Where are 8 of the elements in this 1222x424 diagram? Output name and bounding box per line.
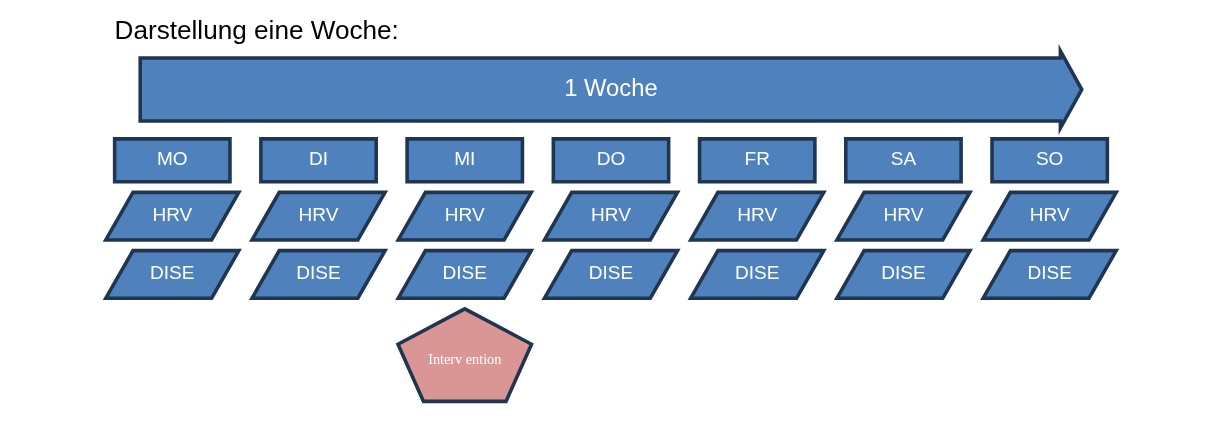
node-box: MO — [112, 137, 232, 184]
node-box: SA — [844, 137, 963, 184]
node-box: MI — [405, 137, 525, 184]
node-box: DI — [259, 137, 378, 184]
node-box: DO — [551, 137, 671, 184]
node-box: SO — [990, 137, 1110, 184]
diagram-title: Darstellung eine Woche: — [114, 14, 399, 45]
node-box: FR — [697, 137, 817, 184]
